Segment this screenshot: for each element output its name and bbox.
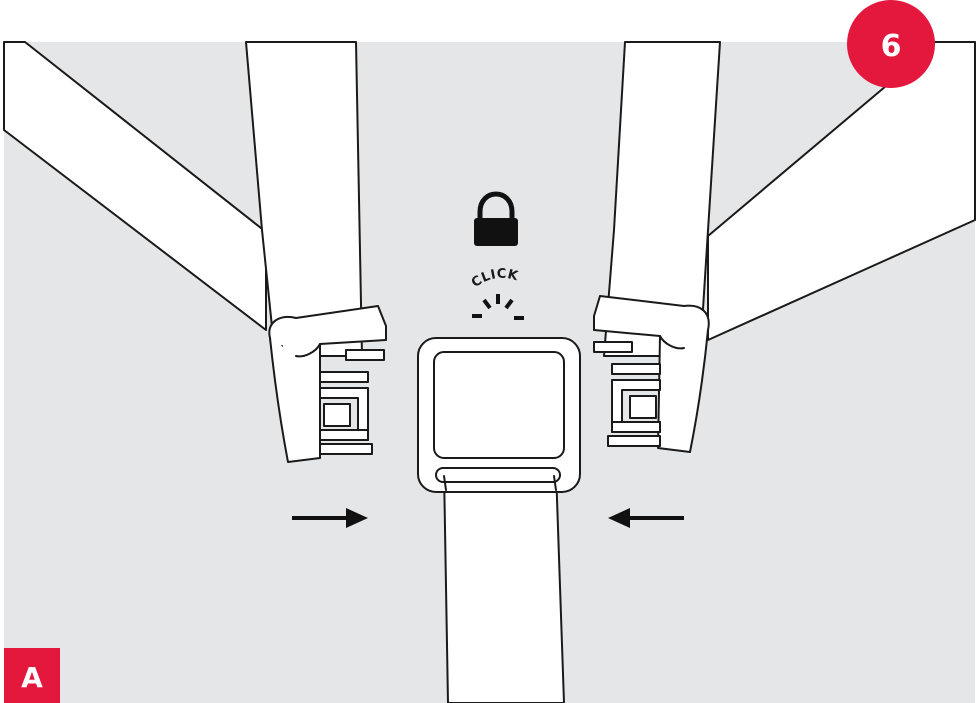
left-prong-1	[319, 371, 369, 383]
arrow-left-icon	[608, 508, 684, 528]
right-tongue-body	[657, 329, 709, 453]
step-number: 6	[881, 29, 902, 64]
crotch-strap	[443, 469, 565, 703]
arrow-right-icon	[292, 508, 368, 528]
right-prong-top	[593, 341, 633, 353]
crotch-strap-top	[443, 475, 557, 491]
left-prong-bottom-2	[319, 443, 373, 455]
left-shoulder-strap	[3, 41, 267, 331]
lock-icon	[474, 191, 518, 246]
right-vertical-strap	[603, 41, 721, 357]
buckle-strap-slot	[435, 467, 561, 483]
buckle-release-button	[433, 351, 565, 459]
left-prong-top	[345, 349, 385, 361]
right-prong-bottom-1	[611, 421, 661, 433]
step-badge: 6	[847, 0, 935, 88]
left-tongue-body	[269, 337, 321, 463]
right-prong-inner	[629, 395, 657, 419]
panel-label: A	[21, 661, 43, 694]
panel-label-badge: A	[4, 648, 60, 703]
left-prong-inner	[323, 403, 351, 427]
right-prong-1	[611, 363, 661, 375]
right-prong-bottom-2	[607, 435, 661, 447]
left-prong-bottom-1	[319, 429, 369, 441]
